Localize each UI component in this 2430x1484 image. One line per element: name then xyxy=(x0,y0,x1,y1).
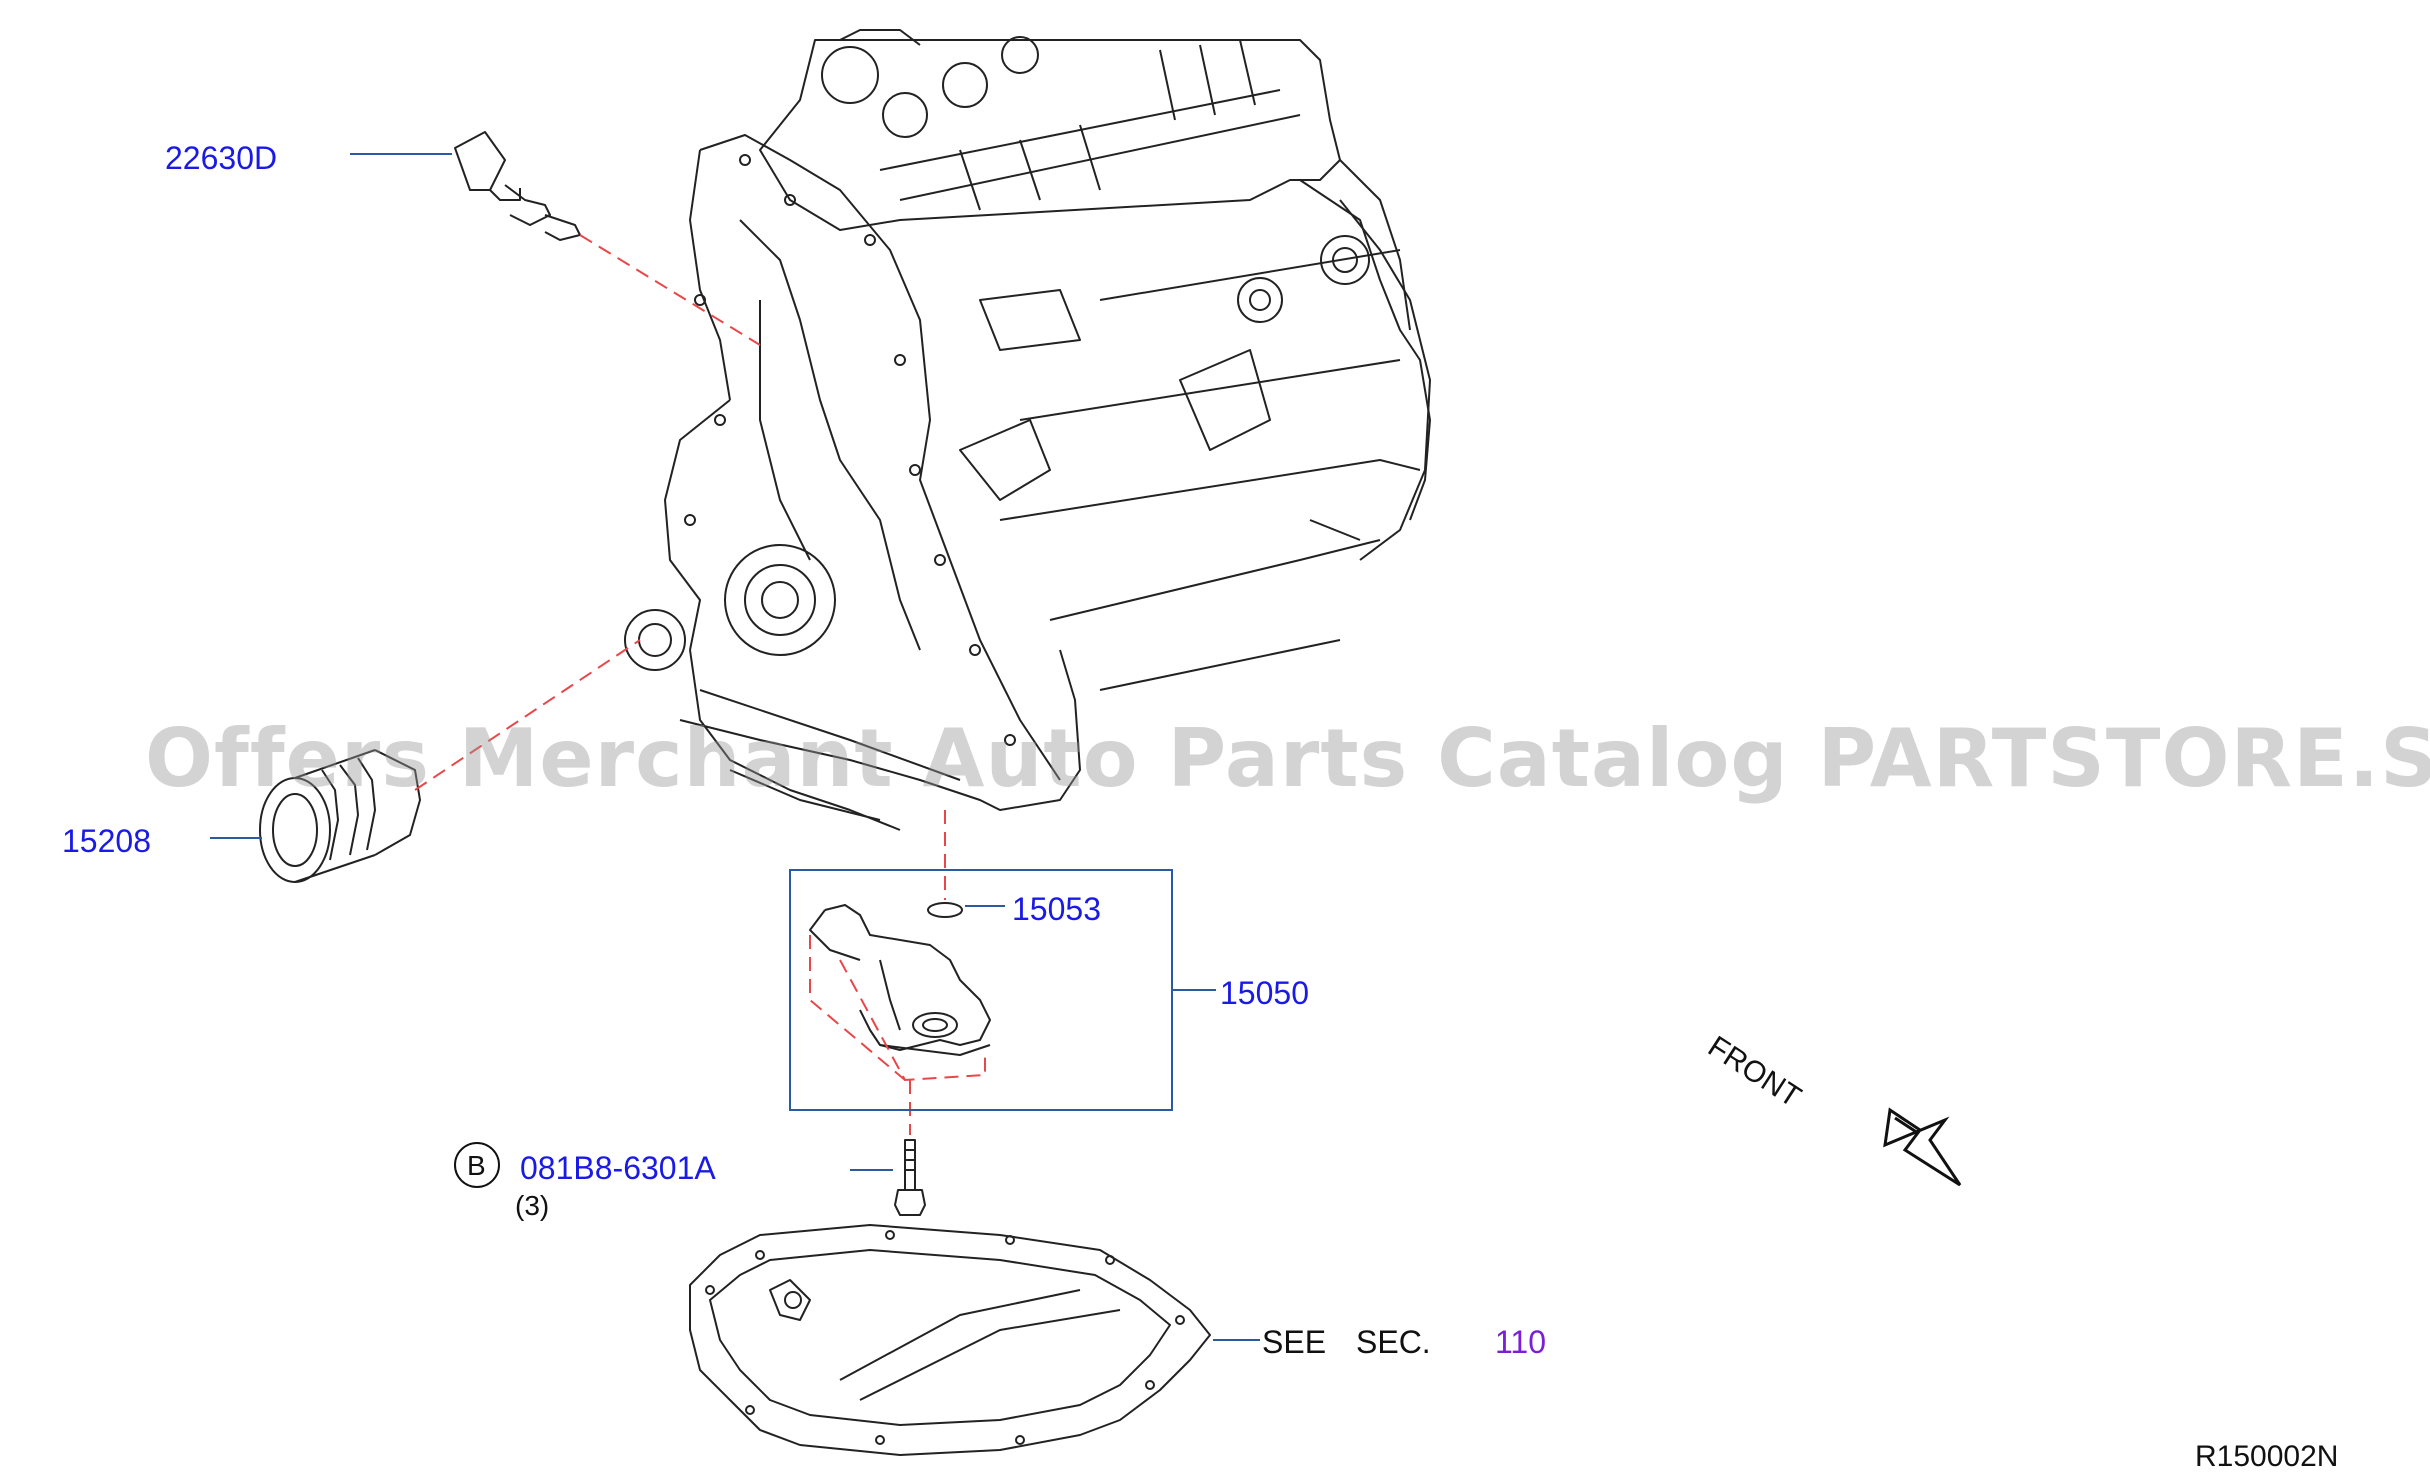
oil-pump-kit-frame xyxy=(789,869,1173,1111)
leader-dashes xyxy=(414,234,986,1135)
oil-pump xyxy=(809,904,991,1056)
callout-lines xyxy=(210,153,1260,1341)
see-label: SEE xyxy=(1262,1324,1327,1360)
oil-filter xyxy=(259,749,421,883)
bolt xyxy=(894,1139,926,1216)
sec-label: SEC. xyxy=(1356,1324,1431,1360)
bolt-circle-marker xyxy=(454,1142,500,1188)
engine-block xyxy=(624,29,1431,831)
section-ref-link[interactable]: 110 xyxy=(1495,1324,1547,1360)
temperature-sensor xyxy=(454,131,581,241)
callout-o-ring[interactable]: 15053 xyxy=(1012,891,1101,927)
front-arrow-icon xyxy=(1883,1107,1962,1187)
callout-oil-filter[interactable]: 15208 xyxy=(62,823,151,859)
diagram-id: R150002N xyxy=(2195,1440,2339,1473)
bolt-circle-letter: B xyxy=(467,1150,486,1181)
callout-oil-pump[interactable]: 15050 xyxy=(1220,975,1309,1011)
o-ring xyxy=(927,902,963,918)
bolt-quantity: (3) xyxy=(515,1190,550,1221)
oil-pan xyxy=(689,1224,1211,1456)
callout-sensor[interactable]: 22630D xyxy=(165,140,278,176)
callout-bolt[interactable]: 081B8-6301A xyxy=(520,1150,716,1186)
